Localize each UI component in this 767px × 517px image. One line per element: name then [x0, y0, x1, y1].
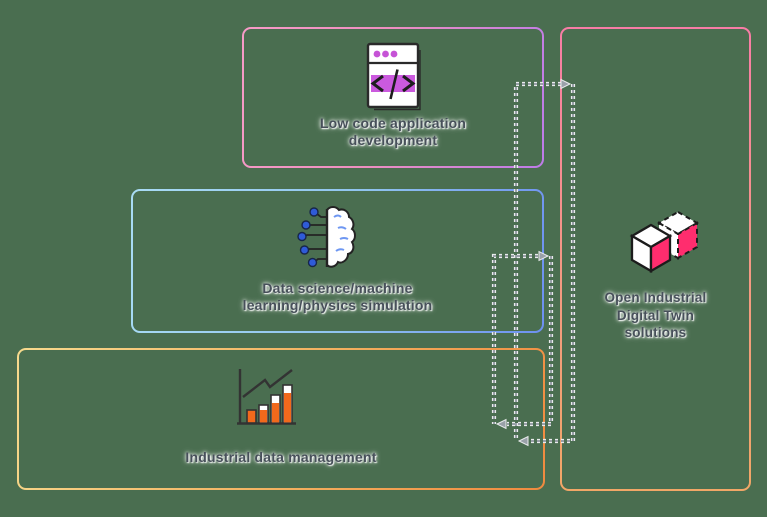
box-low-code-application-development: Low code application development — [242, 27, 544, 168]
box-digital-twin-label-line2: Digital Twin — [616, 307, 695, 323]
box-digital-twin-label-line3: solutions — [624, 325, 687, 340]
box-industrial-data-management: Industrial data management — [17, 348, 545, 490]
box-digital-twin-inner: Open Industrial Digital Twin solutions — [562, 29, 749, 489]
box-industrial-label-line1: Industrial data management — [185, 449, 377, 465]
box-data-science-label-line2: learning/physics simulation — [242, 297, 433, 313]
box-low-code-label-line2: development — [348, 132, 438, 148]
bar-chart-icon — [237, 369, 296, 425]
box-data-science-label: Data science/machine learning/physics si… — [133, 280, 542, 314]
box-data-science-inner: Data science/machine learning/physics si… — [133, 191, 542, 331]
box-open-industrial-digital-twin: Open Industrial Digital Twin solutions — [560, 27, 751, 491]
box-low-code-inner: Low code application development — [244, 29, 542, 166]
box-data-science-label-line1: Data science/machine — [262, 280, 413, 296]
box-digital-twin-label-line1: Open Industrial — [604, 290, 707, 305]
box-digital-twin-label: Open Industrial Digital Twin solutions — [562, 289, 749, 342]
code-window-icon — [366, 42, 421, 111]
box-industrial-label: Industrial data management — [19, 449, 543, 466]
box-low-code-label: Low code application development — [244, 115, 542, 149]
box-data-science-machine-learning: Data science/machine learning/physics si… — [131, 189, 544, 333]
brain-circuit-icon — [297, 206, 356, 268]
box-low-code-label-line1: Low code application — [319, 115, 467, 131]
box-industrial-inner: Industrial data management — [19, 350, 543, 488]
digital-twin-cubes-icon — [629, 210, 699, 273]
